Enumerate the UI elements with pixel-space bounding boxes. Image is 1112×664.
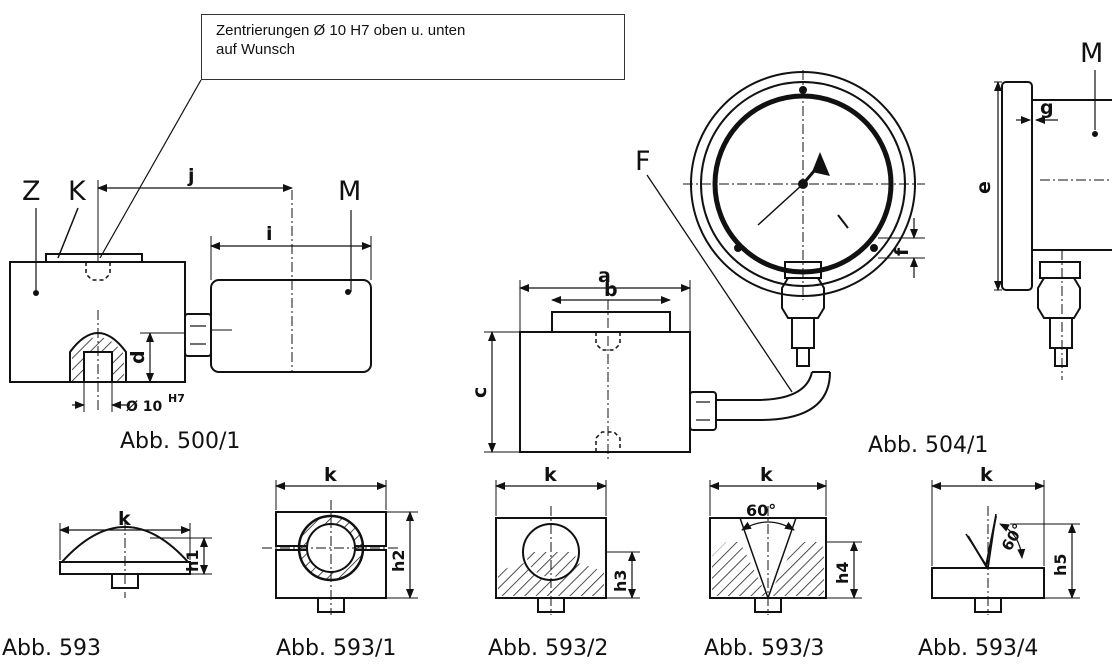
dim-phi-sup: H7 [168, 392, 185, 405]
dim-c: c [469, 387, 491, 398]
label-f: F [635, 146, 651, 177]
dim-k-593-2: k [544, 464, 557, 486]
top-cap-504 [551, 311, 671, 333]
caption-500-1: Abb. 500/1 [120, 429, 240, 454]
dim-h2: h2 [389, 549, 408, 572]
dim-h4: h4 [833, 561, 852, 584]
dim-e: e [973, 181, 995, 194]
dim-phi: Ø 10 [126, 399, 163, 415]
dim-h5: h5 [1051, 553, 1070, 576]
dim-b: b [604, 279, 618, 301]
angle-593-3: 60° [746, 501, 776, 520]
side-neck [1039, 261, 1081, 279]
dim-k-593: k [118, 508, 131, 530]
label-m-left: M [338, 176, 361, 207]
label-k: K [68, 176, 87, 207]
cable-gland [184, 313, 212, 357]
dim-i: i [266, 223, 273, 245]
dim-k-593-3: k [760, 464, 773, 486]
figure-593-4 [931, 480, 1080, 615]
gauge-needle [757, 183, 804, 226]
note-line-2: auf Wunsch [216, 41, 295, 58]
figure-500-1 [9, 79, 372, 412]
caption-593-4: Abb. 593/4 [918, 636, 1038, 661]
cable-gland-504 [689, 391, 717, 431]
figure-593-1 [262, 480, 418, 615]
figure-593 [59, 520, 212, 598]
caption-593-2: Abb. 593/2 [488, 636, 608, 661]
dim-k-593-1: k [324, 464, 337, 486]
dim-h3: h3 [611, 569, 630, 592]
caption-593-3: Abb. 593/3 [704, 636, 824, 661]
dim-k-593-4: k [980, 464, 993, 486]
note-leader-line [99, 79, 202, 259]
caption-593: Abb. 593 [2, 636, 101, 661]
f-leader [646, 174, 793, 393]
gauge-bezel-side [1001, 81, 1033, 291]
dim-f: f [891, 247, 913, 256]
dim-a: a [598, 265, 611, 287]
label-z: Z [22, 176, 41, 207]
dim-h1: h1 [183, 549, 202, 572]
dim-j: j [187, 165, 195, 187]
gauge-hex [781, 277, 825, 319]
note-line-1: Zentrierungen Ø 10 H7 oben u. unten [216, 22, 466, 39]
display-housing [210, 279, 372, 373]
dim-d: d [127, 350, 149, 364]
gauge-side-view [994, 70, 1112, 380]
dim-g: g [1040, 97, 1054, 119]
note-box: Zentrierungen Ø 10 H7 oben u. unten auf … [201, 14, 625, 80]
figure-593-2 [495, 480, 640, 615]
caption-593-1: Abb. 593/1 [276, 636, 396, 661]
figure-504-1 [484, 70, 925, 462]
label-m-right: M [1080, 38, 1103, 69]
figure-593-3 [709, 480, 862, 615]
caption-504-1: Abb. 504/1 [868, 433, 988, 458]
top-cap [45, 253, 143, 263]
